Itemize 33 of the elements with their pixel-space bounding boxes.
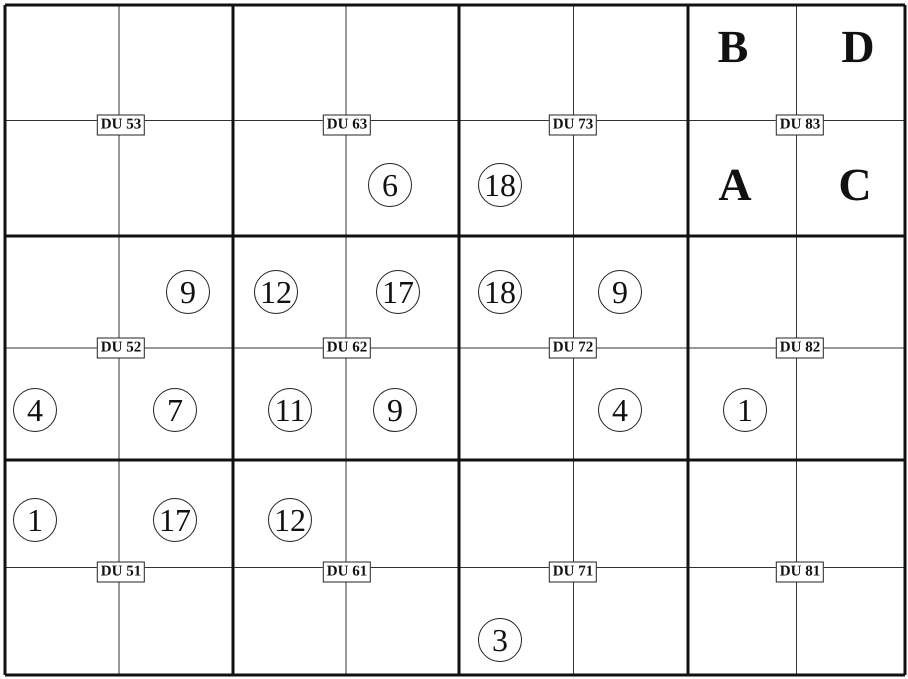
grid-label: DU 72 [548, 338, 598, 358]
grid-label: DU 51 [96, 562, 146, 582]
circled-number: 1 [723, 388, 767, 432]
circled-number: 12 [254, 270, 298, 314]
circled-number: 4 [598, 388, 642, 432]
circled-number: 9 [166, 270, 210, 314]
quadrant-letter: C [838, 162, 872, 208]
circled-number: 18 [478, 270, 522, 314]
circled-number: 1 [13, 498, 57, 542]
grid-label: DU 52 [96, 338, 146, 358]
grid-label: DU 83 [776, 114, 824, 136]
circled-number: 7 [153, 388, 197, 432]
grid-label: DU 82 [776, 338, 824, 358]
grid-label: DU 62 [322, 338, 372, 358]
circled-number: 9 [373, 388, 417, 432]
grid-label: DU 81 [776, 562, 824, 582]
grid-label: DU 63 [322, 114, 372, 136]
circled-number: 4 [13, 388, 57, 432]
grid-label: DU 61 [322, 562, 372, 582]
quadrant-letter: D [841, 24, 875, 70]
circled-number: 3 [478, 618, 522, 662]
grid-label: DU 53 [96, 114, 146, 136]
circled-number: 9 [598, 270, 642, 314]
quadrant-letter: B [718, 24, 748, 70]
circled-number: 18 [478, 163, 522, 207]
circled-number: 11 [268, 388, 312, 432]
circled-number: 17 [376, 270, 420, 314]
circled-number: 17 [153, 498, 197, 542]
circled-number: 6 [368, 163, 412, 207]
grid-label: DU 73 [548, 114, 598, 136]
grid-label: DU 71 [548, 562, 598, 582]
quadrant-letter: A [718, 162, 752, 208]
circled-number: 12 [268, 498, 312, 542]
